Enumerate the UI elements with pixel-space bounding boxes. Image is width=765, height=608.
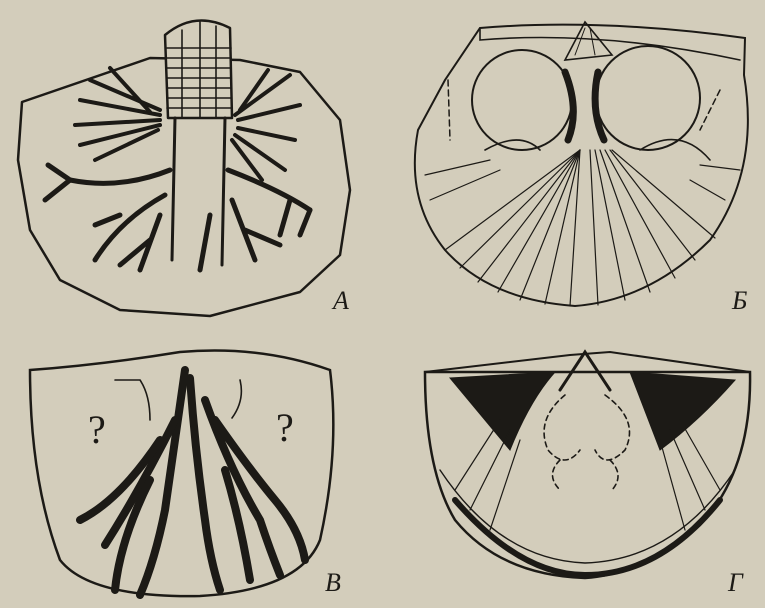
figure-b-drawing [415, 22, 748, 306]
question-mark-left: ? [88, 410, 106, 450]
figure-v-drawing [30, 350, 333, 596]
question-mark-right: ? [276, 408, 294, 448]
figure-g-drawing [425, 352, 750, 578]
figure-b-label: Б [732, 288, 747, 314]
figure-g-label: Г [728, 570, 743, 596]
figure-a-drawing [18, 20, 350, 316]
figure-a-label: А [333, 288, 349, 314]
figure-v-label: В [325, 570, 341, 596]
